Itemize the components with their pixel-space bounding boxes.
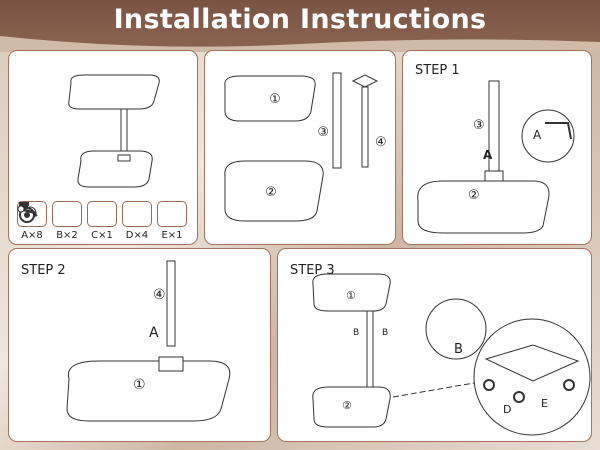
header-banner: Installation Instructions xyxy=(0,0,600,52)
part-b: B×2 xyxy=(19,201,82,241)
wrench-icon xyxy=(17,205,37,215)
label-screw-a: A xyxy=(483,148,493,162)
label-knob-b-detail: B xyxy=(454,342,463,357)
panel-step-3: STEP 3 ① B B ② B D E xyxy=(277,248,592,442)
panel-step-1: STEP 1 ② ③ A A xyxy=(402,50,592,245)
label-base: ② xyxy=(468,188,480,203)
components-drawing: ① ② ③ ④ xyxy=(224,72,387,222)
assembled-table-drawing xyxy=(68,74,160,188)
step-2-drawing: ① ④ A xyxy=(66,260,231,422)
step-2-title: STEP 2 xyxy=(21,263,66,278)
label-pole: ③ xyxy=(473,118,485,133)
label-knob-b-left: B xyxy=(353,328,359,338)
label-knob-b-right: B xyxy=(382,328,388,338)
step-3-drawing: ① B B ② B D E xyxy=(312,273,591,436)
panel-step-2: STEP 2 ① ④ A xyxy=(8,248,271,442)
panel-components: ① ② ③ ④ xyxy=(204,50,396,245)
label-caster-d: D xyxy=(503,403,511,416)
parts-list: A×8 B×2 C×1 D×4 E×1 xyxy=(17,201,187,241)
part-d: D×4 xyxy=(19,201,152,241)
header-wave xyxy=(0,36,600,52)
label-screw-a: A xyxy=(149,325,159,341)
step-1-drawing: ② ③ A A xyxy=(417,80,575,234)
page-title: Installation Instructions xyxy=(113,4,487,35)
label-base: ② xyxy=(265,185,277,200)
label-base: ② xyxy=(342,399,352,412)
panel-overview: A×8 B×2 C×1 D×4 E×1 xyxy=(8,50,198,245)
label-upper-pole: ④ xyxy=(153,287,166,303)
part-c: C×1 xyxy=(18,201,117,241)
label-pole: ③ xyxy=(317,125,329,140)
label-top: ① xyxy=(133,377,146,393)
label-top: ① xyxy=(269,92,281,107)
label-upper-pole: ④ xyxy=(375,135,387,150)
step-1-title: STEP 1 xyxy=(415,63,460,78)
label-screw-a-detail: A xyxy=(533,128,542,142)
label-top: ① xyxy=(346,289,356,302)
part-e: E×1 xyxy=(17,201,187,241)
label-wrench-e: E xyxy=(541,397,548,410)
